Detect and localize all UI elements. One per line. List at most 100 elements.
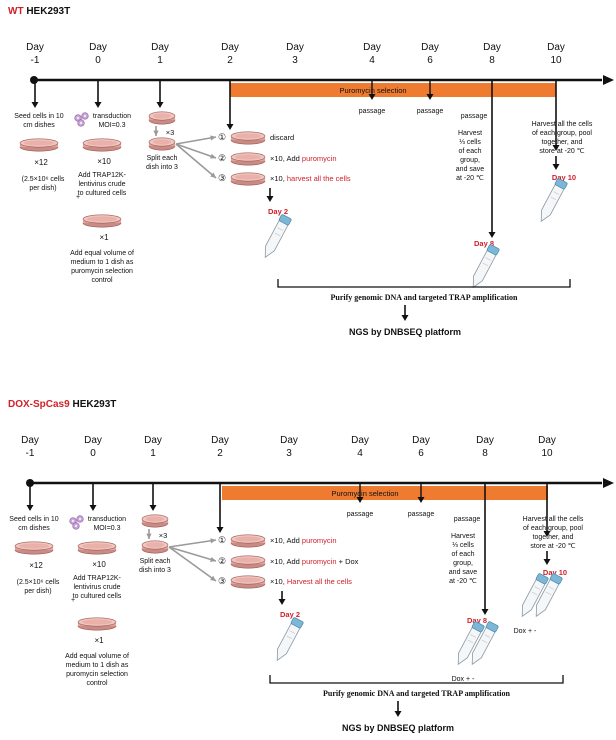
day2-label: Day 2 — [268, 207, 288, 216]
arrow-to-ngs-head — [394, 711, 402, 717]
add-trap-text: Add TRAP12K- — [73, 575, 121, 582]
tube-icon — [540, 178, 568, 223]
arrow-day10-sample-head — [543, 559, 551, 565]
harvest8-text: at -20 ℃ — [449, 578, 477, 585]
day-number: 1 — [150, 448, 156, 459]
culture-dish-icon — [82, 138, 122, 152]
arrow-day-0-head — [89, 505, 97, 511]
harvest10-text: of each group, pool — [523, 525, 583, 532]
group-dish-icon — [230, 575, 266, 589]
timeline-start-dot — [30, 76, 38, 84]
day8-label: Day 8 — [474, 239, 494, 248]
puromycin-selection-label: Puromycin selection — [339, 86, 406, 95]
group-label: ×10, harvest all the cells — [270, 174, 351, 183]
day-label: Day — [280, 435, 298, 446]
group-dish-icon — [230, 555, 266, 569]
day-number: 10 — [541, 448, 553, 459]
control-text: control — [86, 680, 107, 687]
day-number: 3 — [292, 55, 298, 66]
branch-arrow-1 — [175, 136, 217, 145]
arrow-day-8-head — [488, 232, 496, 238]
group-number: ② — [218, 153, 226, 163]
puromycin-selection-bar — [222, 486, 548, 500]
group-number: ① — [218, 132, 226, 142]
split-text: dish into 3 — [139, 567, 171, 574]
lentivirus-icon — [69, 515, 84, 530]
harvest8-text: at -20 ℃ — [456, 175, 484, 182]
day-number: 6 — [427, 55, 433, 66]
day-number: 10 — [550, 55, 562, 66]
seed-text: cm dishes — [23, 122, 55, 129]
arrow-day-10-head — [543, 531, 551, 537]
arrow-day-8-head — [481, 609, 489, 615]
seed-density: (2.5×10⁶ cells — [17, 579, 60, 586]
add-trap-text: Add TRAP12K- — [78, 172, 126, 179]
branch-arrow-1-head — [210, 538, 216, 544]
dox-label: Dox + - — [452, 676, 475, 683]
arrow-day2-sample-head — [266, 196, 274, 202]
split-text: Split each — [140, 558, 171, 565]
puromycin-selection-label: Puromycin selection — [331, 489, 398, 498]
culture-dish-icon — [141, 540, 169, 554]
tube-dox-plus-icon — [457, 621, 485, 666]
day-number: -1 — [31, 55, 40, 66]
group-number: ① — [218, 535, 226, 545]
day-number: 0 — [90, 448, 96, 459]
transduction-text: MOI=0.3 — [98, 122, 125, 129]
harvest8-text: group, — [453, 560, 473, 567]
branch-arrow-3 — [168, 546, 217, 582]
arrow-day-0-head — [94, 102, 102, 108]
control-text: control — [91, 277, 112, 284]
control-text: puromycin selection — [66, 671, 128, 678]
day-label: Day — [547, 42, 565, 53]
tube-dox-minus-icon — [471, 621, 499, 666]
add-trap-text: to cultured cells — [73, 593, 122, 600]
passage-label: passage — [347, 511, 374, 518]
arrow-day-1-head — [149, 505, 157, 511]
culture-dish-icon — [14, 541, 54, 555]
split-text: dish into 3 — [146, 164, 178, 171]
lentivirus-icon — [74, 112, 89, 127]
day-number: 4 — [357, 448, 363, 459]
timeline-arrowhead — [603, 75, 614, 85]
branch-arrow-2-head — [210, 153, 216, 159]
culture-dish-icon — [77, 541, 117, 555]
day-number: 4 — [369, 55, 375, 66]
branch-arrow-3-head — [210, 172, 216, 178]
harvest10-text: together, and — [542, 139, 583, 146]
seed-text: Seed cells in 10 — [14, 113, 64, 120]
day-label: Day — [538, 435, 556, 446]
tube-dox-minus-icon — [535, 573, 563, 618]
add-trap-text: lentivirus crude — [78, 181, 125, 188]
day-number: 8 — [489, 55, 495, 66]
day-label: Day — [286, 42, 304, 53]
culture-dish-icon — [141, 514, 169, 528]
group-label: ×10, Harvest all the cells — [270, 577, 352, 586]
control-count: ×1 — [94, 636, 104, 645]
tube-icon — [276, 617, 304, 662]
day-number: 2 — [217, 448, 223, 459]
group-dish-icon — [230, 172, 266, 186]
branch-arrow-3-head — [210, 575, 216, 581]
split-count: ×3 — [166, 128, 175, 137]
seed-count: ×12 — [34, 158, 48, 167]
arrow-day-6-head — [426, 94, 434, 100]
puromycin-selection-bar — [230, 83, 556, 97]
harvest10-text: Harvest all the cells — [523, 516, 584, 523]
control-text: Add equal volume of — [70, 250, 134, 257]
day-label: Day — [89, 42, 107, 53]
transduction-text: MOI=0.3 — [93, 525, 120, 532]
tube-icon — [472, 244, 500, 289]
transduction-count: ×10 — [92, 560, 106, 569]
arrow-day-1-head — [156, 102, 164, 108]
group-dish-icon — [230, 131, 266, 145]
control-text: medium to 1 dish as — [71, 259, 134, 266]
group-number: ③ — [218, 173, 226, 183]
branch-arrow-2-head — [210, 556, 216, 562]
day-label: Day — [211, 435, 229, 446]
title-red: WT — [8, 6, 24, 17]
day-number: 0 — [95, 55, 101, 66]
day2-label: Day 2 — [280, 610, 300, 619]
arrow-day-2-head — [226, 124, 234, 130]
group-label: ×10, Add puromycin — [270, 154, 337, 163]
